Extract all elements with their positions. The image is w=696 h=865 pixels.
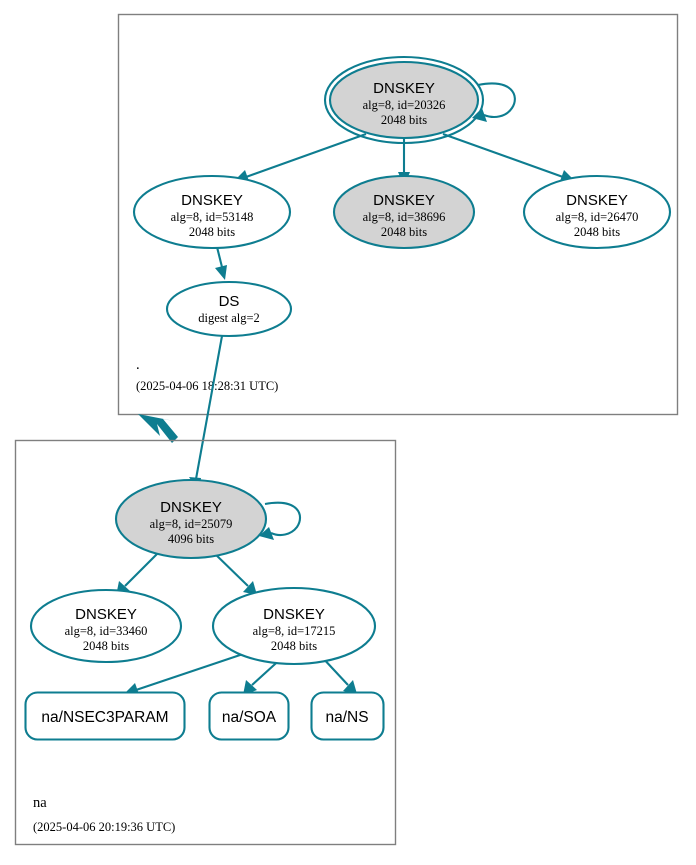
node-root-zsk-38696-size: 2048 bits <box>381 225 427 239</box>
zone-label-root-timestamp: (2025-04-06 18:28:31 UTC) <box>136 379 278 393</box>
zone-cluster-na-border <box>14 439 397 846</box>
node-root-zsk-26470-params: alg=8, id=26470 <box>556 210 639 224</box>
node-na-zsk-33460-title: DNSKEY <box>75 606 137 623</box>
node-root-zsk-38696-params: alg=8, id=38696 <box>363 210 446 224</box>
node-root-ds-body <box>165 280 293 338</box>
node-na-zsk-33460-params: alg=8, id=33460 <box>65 624 148 638</box>
node-root-ksk-20326-size: 2048 bits <box>381 113 427 127</box>
node-na-ksk-25079-size: 4096 bits <box>168 532 214 546</box>
rrset-na-ns-label: na/NS <box>325 709 368 726</box>
node-root-zsk-26470[interactable]: DNSKEY alg=8, id=26470 2048 bits <box>522 174 672 250</box>
node-na-zsk-17215-body <box>211 586 377 666</box>
node-root-zsk-26470-size: 2048 bits <box>574 225 620 239</box>
rrset-na-soa[interactable]: na/SOA <box>208 691 290 741</box>
node-na-zsk-33460-size: 2048 bits <box>83 639 129 653</box>
rrset-na-nsec3param-label: na/NSEC3PARAM <box>41 709 168 726</box>
node-root-zsk-53148-params: alg=8, id=53148 <box>171 210 254 224</box>
zone-cluster-root: DNSKEY alg=8, id=20326 2048 bits DNSKEY … <box>117 13 679 416</box>
node-root-zsk-53148-title: DNSKEY <box>181 192 243 209</box>
node-na-ksk-25079-params: alg=8, id=25079 <box>150 517 233 531</box>
node-na-zsk-33460-body <box>29 588 183 664</box>
node-root-zsk-53148[interactable]: DNSKEY alg=8, id=53148 2048 bits <box>132 174 292 250</box>
rrset-na-ns[interactable]: na/NS <box>310 691 385 741</box>
node-na-zsk-17215-title: DNSKEY <box>263 606 325 623</box>
node-root-zsk-53148-size: 2048 bits <box>189 225 235 239</box>
node-root-zsk-38696-body <box>332 174 476 250</box>
node-root-ksk-20326-outer-ring <box>323 55 485 145</box>
edge-zone-delegation-root-to-na <box>138 414 178 443</box>
zone-label-na-timestamp: (2025-04-06 20:19:36 UTC) <box>33 820 175 834</box>
node-root-ksk-20326-params: alg=8, id=20326 <box>363 98 446 112</box>
rrset-na-soa-label: na/SOA <box>222 709 277 726</box>
edge-root-ksk-to-zsk-53148 <box>234 133 367 184</box>
edge-na-ksk-to-zsk-33460 <box>116 550 161 596</box>
node-root-ds[interactable]: DS digest alg=2 <box>165 280 293 338</box>
node-root-zsk-38696[interactable]: DNSKEY alg=8, id=38696 2048 bits <box>332 174 476 250</box>
node-root-zsk-26470-body <box>522 174 672 250</box>
node-na-ksk-25079-body <box>114 478 268 560</box>
edge-root-ksk-to-zsk-26470 <box>442 133 575 184</box>
node-root-ds-params: digest alg=2 <box>198 311 260 325</box>
node-na-ksk-25079-title: DNSKEY <box>160 499 222 516</box>
zone-label-root-name: . <box>136 357 140 373</box>
zone-label-na-name: na <box>33 795 47 811</box>
rrset-na-soa-box <box>208 691 290 741</box>
zone-cluster-na: DNSKEY alg=8, id=25079 4096 bits DNSKEY … <box>14 439 397 846</box>
node-root-zsk-38696-title: DNSKEY <box>373 192 435 209</box>
node-na-zsk-17215-params: alg=8, id=17215 <box>253 624 336 638</box>
rrset-na-ns-box <box>310 691 385 741</box>
node-root-zsk-26470-title: DNSKEY <box>566 192 628 209</box>
node-root-ksk-20326[interactable]: DNSKEY alg=8, id=20326 2048 bits <box>323 55 485 145</box>
node-root-zsk-53148-body <box>132 174 292 250</box>
node-root-ds-title: DS <box>219 293 240 310</box>
rrset-na-nsec3param[interactable]: na/NSEC3PARAM <box>24 691 186 741</box>
node-na-ksk-25079[interactable]: DNSKEY alg=8, id=25079 4096 bits <box>114 478 268 560</box>
node-root-ksk-20326-title: DNSKEY <box>373 80 435 97</box>
node-na-zsk-33460[interactable]: DNSKEY alg=8, id=33460 2048 bits <box>29 588 183 664</box>
node-na-zsk-17215-size: 2048 bits <box>271 639 317 653</box>
node-na-zsk-17215[interactable]: DNSKEY alg=8, id=17215 2048 bits <box>211 586 377 666</box>
rrset-na-nsec3param-box <box>24 691 186 741</box>
edge-na-ksk-self-loop <box>259 501 302 540</box>
zone-cluster-root-border <box>117 13 679 416</box>
node-root-ksk-20326-body <box>328 60 480 140</box>
edge-na-ksk-to-zsk-17215 <box>211 550 257 595</box>
